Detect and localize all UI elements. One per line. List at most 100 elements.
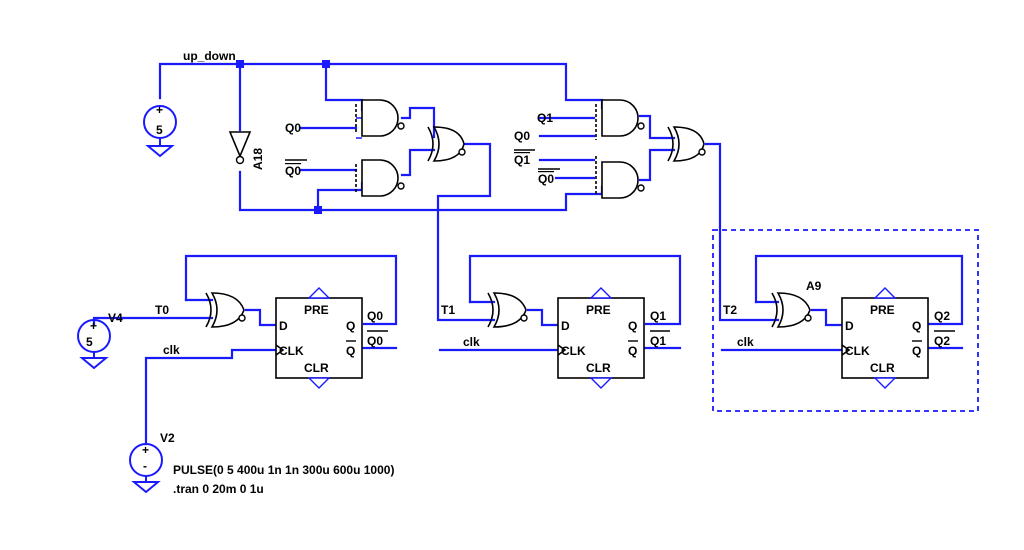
net-label-clk-1: clk	[163, 343, 180, 357]
wire-g4-to-g6	[638, 114, 676, 140]
gate-bubble	[637, 184, 645, 192]
wire-g1-to-g3	[400, 106, 436, 139]
gate-bubble	[804, 314, 812, 322]
flipflop-2[interactable]	[557, 287, 645, 389]
xor-body	[776, 292, 811, 328]
wire-up-down-to-g1	[238, 62, 364, 112]
ff3-qb-label: Q	[912, 344, 921, 358]
ff1-q-label: Q	[346, 319, 355, 333]
and-gate-2[interactable]	[355, 159, 405, 197]
wire-xor1-to-d	[244, 308, 278, 327]
ff-xor-1[interactable]	[205, 292, 246, 328]
selection-box[interactable]	[712, 229, 979, 412]
source-v4-value: 5	[86, 335, 93, 349]
ff2-q-label: Q	[628, 319, 637, 333]
inverter-triangle	[228, 131, 252, 159]
wire-clk1	[144, 348, 278, 446]
net-label-t0: T0	[155, 303, 169, 317]
clock-edge-mark	[557, 344, 567, 356]
xor-body	[672, 126, 705, 162]
ground-icon	[131, 476, 161, 494]
and-gate-4[interactable]	[595, 99, 645, 140]
gate-bubble	[520, 314, 528, 322]
and-gate-body	[361, 99, 399, 137]
ff1-clr-label: CLR	[304, 361, 329, 375]
and-gate-1[interactable]	[355, 99, 405, 139]
gate-bubble	[397, 182, 405, 190]
ff-xor-3-a9[interactable]	[771, 292, 812, 328]
xor-gate-6[interactable]	[667, 126, 706, 162]
junction-dot	[236, 60, 244, 68]
flipflop-body	[275, 297, 363, 379]
source-v2[interactable]: + -	[129, 443, 163, 494]
ff2-clr-label: CLR	[586, 361, 611, 375]
ff3-out-q: Q2	[934, 309, 950, 323]
ff1-pre-label: PRE	[304, 303, 329, 317]
inverter-bubble	[235, 155, 245, 165]
inverter-name: A18	[251, 148, 265, 170]
gate-pins	[356, 117, 362, 139]
xor-a9-name: A9	[806, 279, 822, 293]
and-gate-5[interactable]	[595, 156, 645, 199]
net-label-clk-3: clk	[737, 335, 754, 349]
ff2-qb-label: Q	[628, 344, 637, 358]
ff1-clk-label: CLK	[279, 344, 304, 358]
ff2-clk-label: CLK	[561, 344, 586, 358]
gate-bubble	[238, 314, 246, 322]
ff1-d-label: D	[279, 319, 288, 333]
input-label-q0-bar-2: Q0	[538, 172, 554, 186]
wire-xor3-to-d	[810, 308, 844, 327]
ff2-d-label: D	[561, 319, 570, 333]
and-gate-body	[601, 99, 639, 137]
ff1-out-qb: Q0	[367, 334, 383, 348]
clock-edge-mark	[275, 344, 285, 356]
ff-xor-2[interactable]	[487, 292, 528, 328]
source-up-down[interactable]: + 5	[143, 103, 177, 158]
pre-pin-triangle	[589, 287, 613, 299]
minus-sign: -	[143, 459, 147, 473]
input-label-q1-bar: Q1	[514, 153, 530, 167]
wire-t1	[436, 142, 496, 322]
inverter-a18[interactable]: A18	[228, 131, 265, 170]
gate-bubble	[397, 122, 405, 130]
ground-icon	[145, 138, 175, 158]
flipflop-body	[557, 297, 645, 379]
net-label-up-down: up_down	[183, 49, 236, 63]
xor-back-curve	[205, 292, 212, 328]
gate-bubble	[698, 148, 706, 156]
input-label-q1: Q1	[537, 111, 553, 125]
source-up-down-value: 5	[156, 123, 163, 137]
wire-xor2-to-d	[526, 308, 560, 327]
xor-back-curve	[487, 292, 494, 328]
wire-ff3-feedback	[754, 254, 964, 326]
and-gate-body	[361, 159, 399, 197]
net-label-clk-2: clk	[463, 335, 480, 349]
ff2-out-qb: Q1	[650, 334, 666, 348]
spice-directive: .tran 0 20m 0 1u	[173, 482, 264, 496]
pre-pin-triangle	[307, 287, 331, 299]
flipflop-3[interactable]	[841, 287, 929, 389]
flipflop-1[interactable]	[275, 287, 363, 389]
source-v4-name: V4	[108, 311, 123, 325]
clr-pin-triangle	[873, 377, 897, 389]
xor-body	[492, 292, 527, 328]
ff2-pre-label: PRE	[586, 303, 611, 317]
source-v2-name: V2	[160, 431, 175, 445]
wire-ff2-feedback	[468, 254, 682, 326]
ff2-out-q: Q1	[650, 309, 666, 323]
ff3-clk-label: CLK	[845, 344, 870, 358]
clr-pin-triangle	[307, 377, 331, 389]
xor-gate-3[interactable]	[427, 126, 466, 162]
and-gate-body	[601, 161, 639, 199]
ff1-out-q: Q0	[367, 309, 383, 323]
junction-dot	[322, 60, 330, 68]
source-v2-value: PULSE(0 5 400u 1n 1n 300u 600u 1000)	[173, 463, 394, 477]
wire-g5-to-g6	[638, 148, 676, 182]
xor-body	[210, 292, 245, 328]
wire-up-down	[158, 62, 242, 132]
gate-bubble	[637, 122, 645, 130]
net-label-t1: T1	[441, 303, 455, 317]
source-v4[interactable]: + 5	[77, 319, 111, 370]
ff1-qb-label: Q	[346, 344, 355, 358]
